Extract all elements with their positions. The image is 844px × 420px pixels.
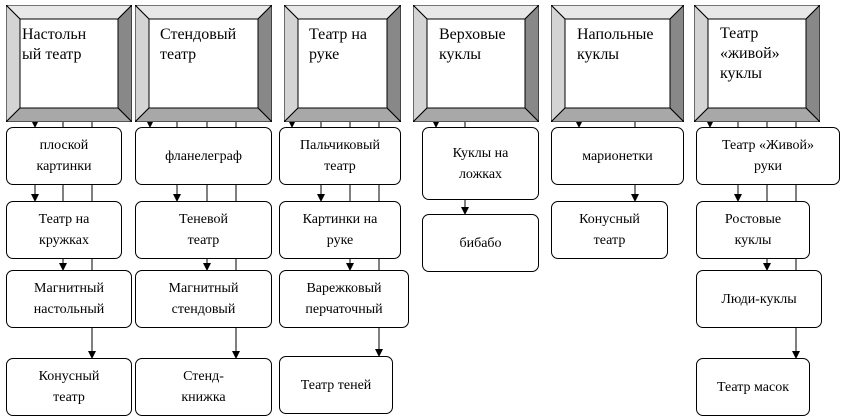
category-title: Театр на руке: [309, 26, 367, 63]
category-frame: [135, 5, 272, 122]
node-tabletop-1: плоской картинки: [6, 127, 122, 185]
category-title: Напольные куклы: [577, 26, 654, 63]
node-stand-3: Магнитный стендовый: [135, 270, 272, 328]
node-hand-4: Театр теней: [279, 356, 393, 414]
node-floor-2: Конусный театр: [551, 201, 668, 259]
node-hand-3: Варежковый перчаточный: [279, 270, 409, 328]
category-frame: [284, 5, 401, 122]
category-frame: [694, 5, 820, 122]
category-frame: [6, 5, 132, 122]
node-stand-4: Стенд- книжка: [135, 358, 272, 416]
node-riding-2: бибабо: [422, 214, 539, 272]
category-title: Театр «живой» куклы: [720, 25, 780, 82]
node-living-2: Ростовые куклы: [696, 201, 810, 259]
node-riding-1: Куклы на ложках: [422, 127, 539, 200]
node-stand-2: Теневой театр: [135, 201, 272, 259]
node-living-1: Театр «Живой» руки: [696, 127, 840, 185]
node-tabletop-2: Театр на кружках: [6, 201, 122, 259]
category-hand: Театр на руке: [284, 5, 401, 122]
category-title: Настольн ый театр: [22, 26, 87, 63]
node-hand-1: Пальчиковый театр: [279, 127, 401, 185]
category-floor: Напольные куклы: [551, 5, 684, 122]
category-frame: [551, 5, 684, 122]
category-title: Верховые куклы: [439, 26, 506, 63]
category-living: Театр «живой» куклы: [694, 5, 820, 122]
node-stand-1: фланелеграф: [135, 127, 272, 185]
node-floor-1: марионетки: [551, 127, 684, 185]
node-tabletop-4: Конусный театр: [6, 358, 132, 416]
node-living-4: Театр масок: [696, 358, 810, 416]
category-riding: Верховые куклы: [413, 5, 539, 122]
node-hand-2: Картинки на руке: [279, 201, 401, 259]
node-tabletop-3: Магнитный настольный: [6, 270, 132, 328]
category-title: Стендовый театр: [160, 26, 237, 63]
category-frame: [413, 5, 539, 122]
category-stand: Стендовый театр: [135, 5, 272, 122]
node-living-3: Люди-куклы: [696, 270, 822, 328]
category-tabletop: Настольн ый театр: [6, 5, 132, 122]
